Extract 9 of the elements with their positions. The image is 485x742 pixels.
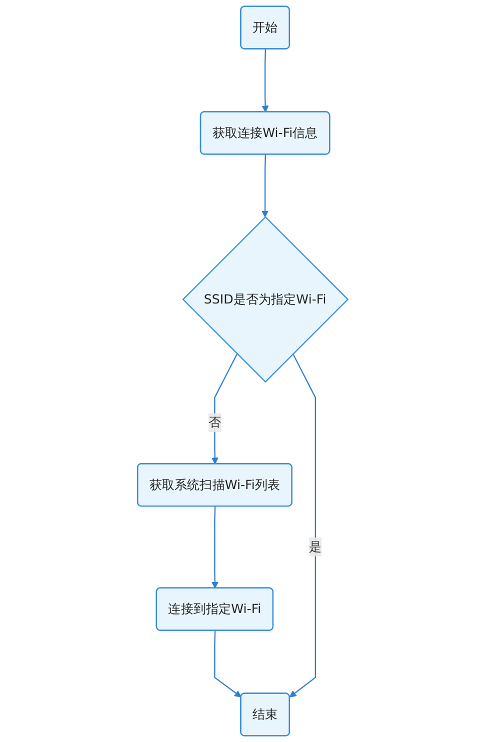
arrow	[289, 354, 316, 698]
arrow	[211, 506, 218, 589]
node-diamond: SSID是否为指定Wi-Fi	[182, 216, 348, 383]
arrow	[214, 630, 242, 698]
arrow	[262, 49, 269, 112]
arrow	[261, 154, 268, 218]
edge-label: 是	[308, 539, 322, 554]
arrow	[211, 354, 238, 464]
edge-label: 否	[208, 414, 221, 430]
